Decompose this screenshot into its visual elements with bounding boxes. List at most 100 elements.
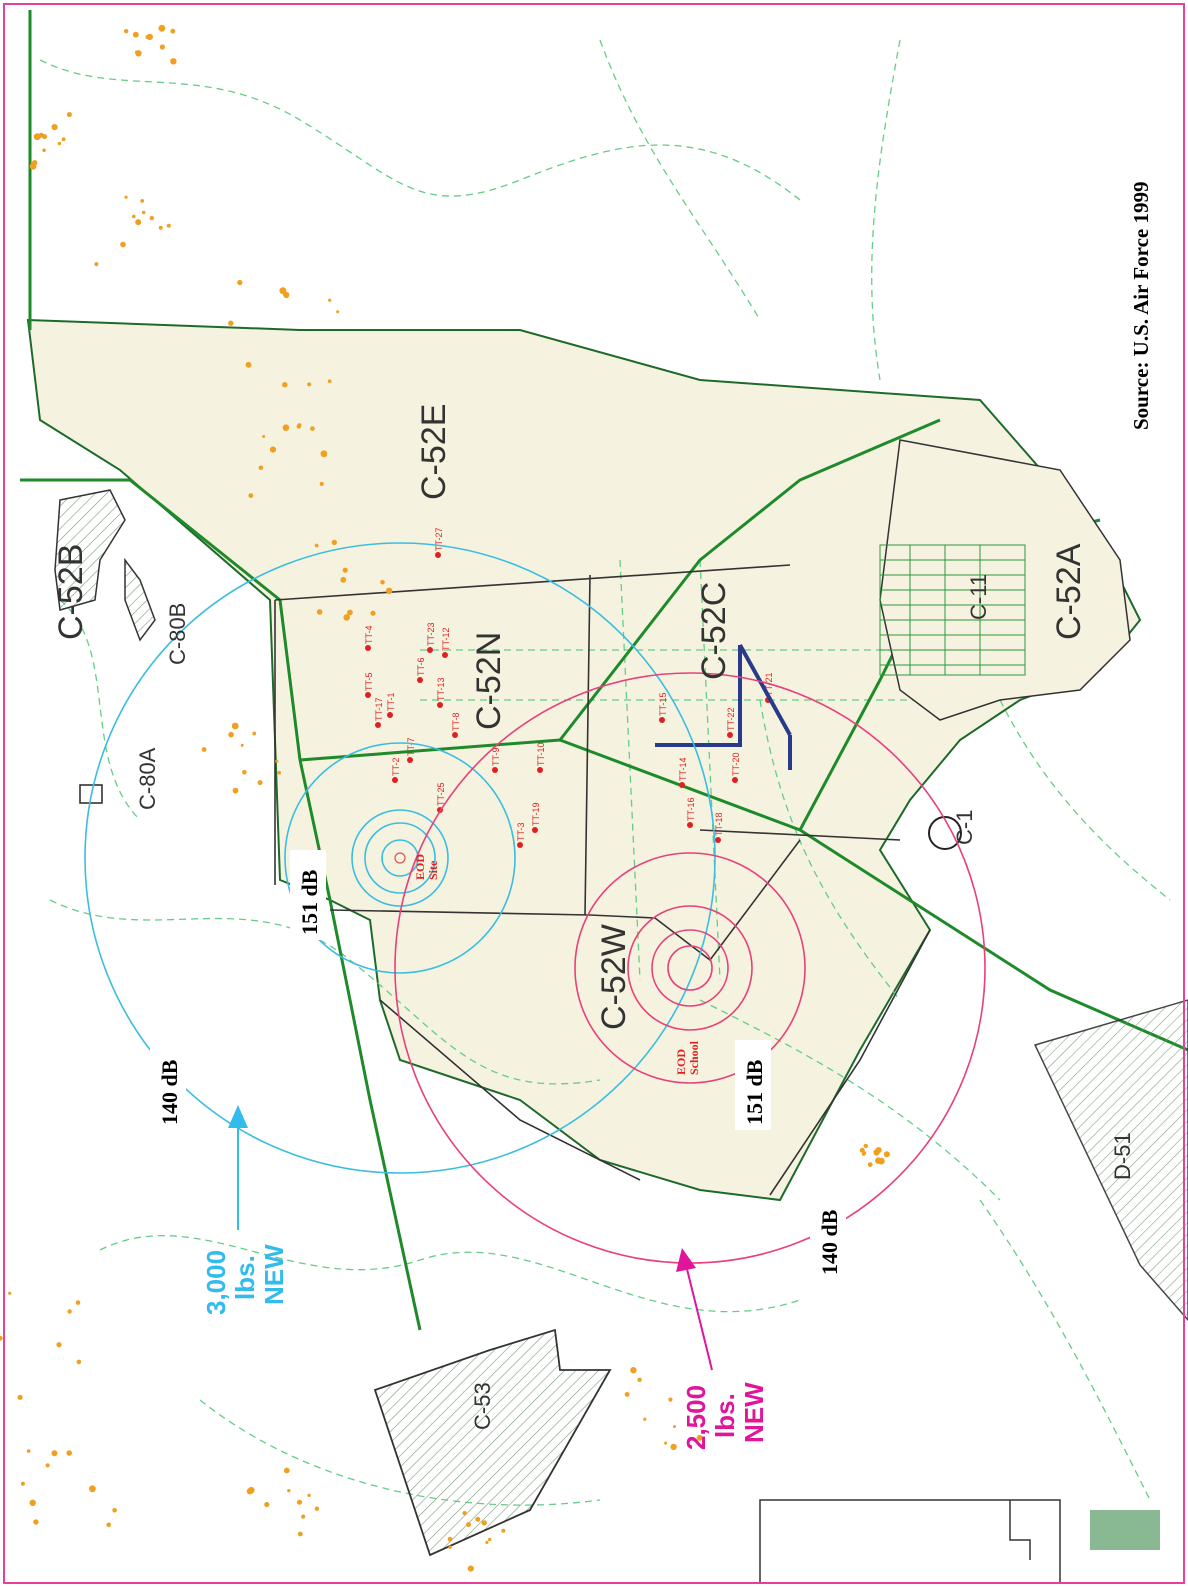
- observation-dot: [231, 722, 239, 730]
- observation-dot: [301, 1514, 306, 1519]
- target-label: TT-14: [678, 757, 688, 781]
- observation-dot: [237, 279, 243, 286]
- target-label: TT-2: [391, 757, 401, 776]
- observation-dot: [862, 1151, 867, 1155]
- eod-school-label-2: School: [687, 1040, 701, 1075]
- observation-dot: [883, 1151, 890, 1158]
- observation-dot: [89, 1485, 96, 1493]
- observation-dot: [159, 44, 165, 50]
- observation-dot: [466, 1522, 471, 1528]
- observation-dot: [61, 137, 66, 142]
- observation-dot: [132, 31, 139, 38]
- observation-dot: [296, 1499, 303, 1505]
- observation-dot: [283, 1467, 290, 1474]
- label-c-11: C-11: [966, 574, 991, 620]
- observation-dot: [310, 426, 315, 431]
- observation-dot: [347, 609, 353, 616]
- c-80b-area: [124, 557, 156, 642]
- observation-dot: [282, 424, 290, 432]
- observation-dot: [158, 24, 166, 32]
- observation-dot: [875, 1157, 882, 1164]
- target-label: TT-23: [426, 622, 436, 646]
- target-marker: [517, 842, 523, 848]
- observation-dot: [51, 124, 58, 131]
- observation-dot: [94, 262, 99, 267]
- target-label: TT-4: [364, 625, 374, 644]
- observation-dot: [33, 1519, 39, 1525]
- blue-annotation-line2: lbs.: [230, 1255, 260, 1300]
- observation-dot: [867, 1162, 873, 1167]
- observation-dot: [51, 1450, 58, 1457]
- pink-annotation-line2: lbs.: [710, 1393, 740, 1438]
- observation-dot: [149, 215, 154, 221]
- pink-annotation: 2,500 lbs. NEW: [681, 1382, 769, 1450]
- target-marker: [679, 782, 685, 788]
- target-marker: [365, 692, 371, 698]
- area-boundaries: [274, 564, 931, 1196]
- map-frame: [3, 3, 1185, 1584]
- c-1-circle: [928, 816, 962, 850]
- observation-dot: [316, 609, 323, 615]
- target-label: TT-22: [726, 707, 736, 731]
- target-marker: [442, 652, 448, 658]
- observation-dot: [275, 759, 279, 763]
- label-c-80b: C-80B: [165, 603, 190, 665]
- target-label: TT-19: [531, 802, 541, 826]
- target-marker: [452, 732, 458, 738]
- observation-dot: [45, 1463, 50, 1468]
- observation-dot: [158, 225, 163, 230]
- eod-site-label-1: EOD: [413, 854, 427, 880]
- observation-dot: [673, 1425, 676, 1429]
- db-label-pink-outer: 140 dB: [817, 1209, 842, 1275]
- target-label: TT-18: [714, 812, 724, 836]
- observation-dot: [342, 567, 348, 573]
- observation-dot: [248, 493, 254, 498]
- observation-dot: [166, 223, 171, 228]
- observation-dot: [258, 465, 264, 471]
- label-c-52e: C-52E: [415, 404, 453, 500]
- observation-dot: [296, 424, 301, 429]
- observation-dot: [242, 769, 247, 775]
- observation-dot: [29, 162, 37, 170]
- observation-dot: [240, 743, 244, 747]
- observation-dot: [66, 1450, 72, 1456]
- observation-dot: [328, 298, 332, 302]
- target-label: TT-3: [516, 822, 526, 841]
- target-label: TT-16: [686, 797, 696, 821]
- observation-dot: [336, 310, 340, 314]
- observation-dot: [696, 1434, 703, 1441]
- target-marker: [437, 702, 443, 708]
- target-label: TT-5: [364, 672, 374, 691]
- observation-dot: [26, 1449, 31, 1453]
- label-c-1: C-1: [952, 810, 977, 845]
- observation-dot: [319, 481, 324, 486]
- label-c-52c: C-52C: [695, 582, 733, 680]
- observation-dot: [462, 1510, 467, 1516]
- observation-dot: [38, 132, 44, 138]
- observation-dot: [170, 58, 177, 65]
- observation-dot: [370, 610, 376, 616]
- target-label: TT-25: [436, 782, 446, 806]
- observation-dot: [670, 1443, 677, 1451]
- blue-annotation-line3: NEW: [259, 1244, 289, 1305]
- observation-dot: [17, 1394, 23, 1400]
- target-label: TT-20: [731, 752, 741, 776]
- observation-dot: [307, 382, 312, 387]
- observation-dot: [340, 576, 347, 583]
- observation-dot: [135, 219, 142, 226]
- observation-dot: [20, 1481, 25, 1486]
- observation-dot: [232, 787, 239, 794]
- observation-dot: [201, 747, 207, 752]
- observation-dot: [624, 1392, 630, 1397]
- observation-dot: [287, 1489, 291, 1493]
- target-marker: [732, 777, 738, 783]
- observation-dot: [252, 731, 257, 736]
- observation-dot: [57, 141, 62, 146]
- observation-dot: [343, 614, 351, 621]
- observation-dot: [145, 35, 150, 39]
- target-label: TT-17: [374, 697, 384, 721]
- observation-dot: [75, 1300, 81, 1305]
- target-marker: [492, 767, 498, 773]
- observation-dot: [668, 1397, 673, 1402]
- blue-annotation: 3,000 lbs. NEW: [201, 1244, 289, 1315]
